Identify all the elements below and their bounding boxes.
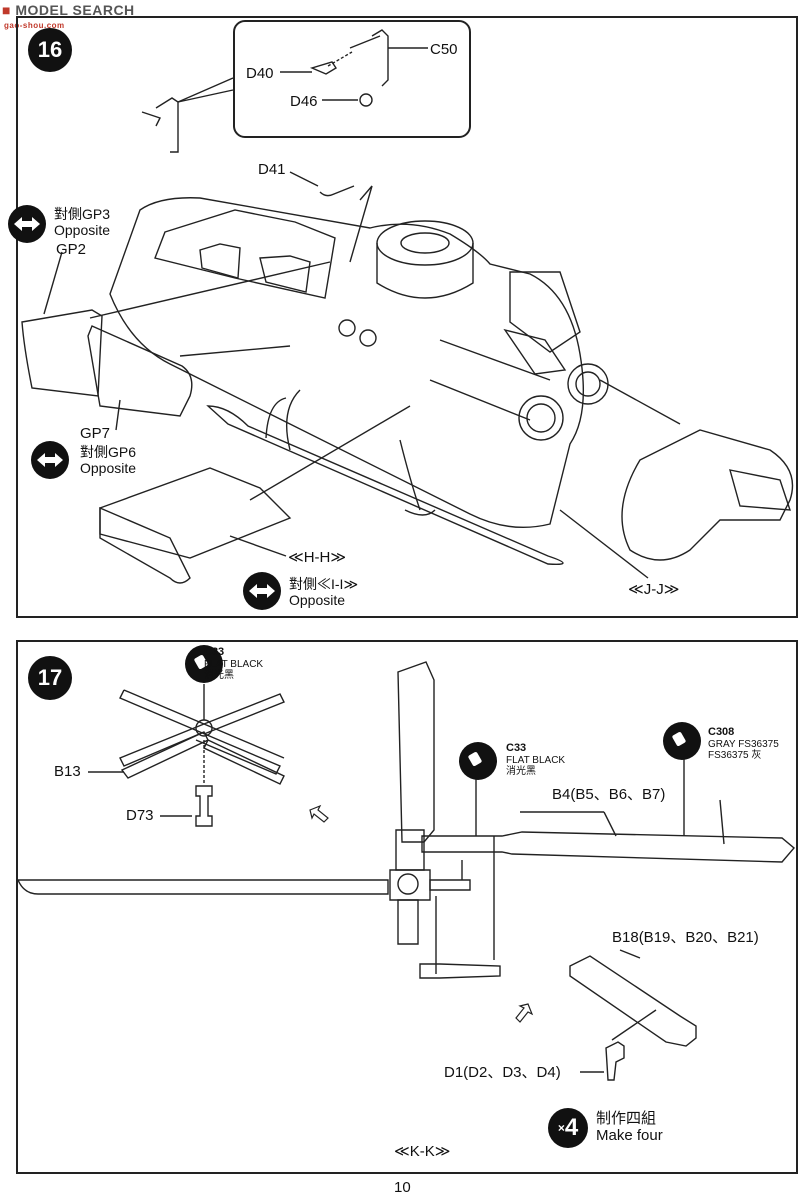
- paint-flat-black-1-cn: 消光黑: [204, 670, 234, 682]
- label-b4: B4(B5、B6、B7): [552, 786, 666, 803]
- watermark-title: MODEL SEARCH: [15, 2, 135, 18]
- opposite-ii-text: 對側≪I-I≫ Opposite: [289, 576, 358, 608]
- paint-gray-en: GRAY FS36375: [708, 738, 779, 750]
- label-hh: ≪H-H≫: [288, 549, 347, 566]
- label-kk: ≪K-K≫: [394, 1143, 451, 1160]
- paint-gray-cn: FS36375 灰: [708, 750, 762, 762]
- make-four-cn: 制作四組: [596, 1110, 657, 1127]
- make-four-number: 4: [564, 1114, 579, 1141]
- paint-flat-black-2: C33 FLAT BLACK 消光黑: [506, 742, 565, 778]
- label-b13: B13: [54, 763, 81, 780]
- label-jj: ≪J-J≫: [628, 581, 680, 598]
- watermark-sub: gao-shou.com: [4, 21, 65, 30]
- opposite-ii-cn: 對側≪I-I≫: [289, 576, 359, 592]
- page-number: 10: [394, 1179, 411, 1196]
- detail-inset-box: [233, 20, 471, 138]
- step-16-panel: [16, 16, 798, 618]
- paint-gray: C308 GRAY FS36375 FS36375 灰: [708, 726, 779, 762]
- label-d40: D40: [246, 65, 274, 82]
- label-gp7: GP7: [80, 425, 111, 442]
- opposite-ii-en: Opposite: [289, 592, 346, 609]
- watermark: ■ MODEL SEARCH: [2, 2, 135, 18]
- watermark-logo: ■: [2, 2, 11, 18]
- paint-flat-black-1-code: C33: [204, 646, 225, 658]
- paint-flat-black-2-code: C33: [506, 742, 527, 754]
- label-gp2: GP2: [56, 241, 87, 258]
- opposite-gp3-text: 對側GP3 Opposite: [54, 206, 110, 238]
- label-d73: D73: [126, 807, 154, 824]
- opposite-gp6-en: Opposite: [80, 460, 137, 477]
- label-c50: C50: [430, 41, 458, 58]
- label-d41: D41: [258, 161, 286, 178]
- opposite-gp3-en: Opposite: [54, 222, 111, 239]
- paint-gray-code: C308: [708, 726, 735, 738]
- times-sign: ×: [557, 1121, 565, 1135]
- label-d46: D46: [290, 93, 318, 110]
- opposite-gp6-text: 對側GP6 Opposite: [80, 444, 136, 476]
- step-17-panel: [16, 640, 798, 1174]
- paint-flat-black-2-cn: 消光黑: [506, 766, 536, 778]
- opposite-gp3-cn: 對側GP3: [54, 206, 111, 222]
- paint-flat-black-1-en: FLAT BLACK: [204, 658, 264, 670]
- paint-flat-black-1: C33 FLAT BLACK 消光黑: [204, 646, 263, 682]
- label-d1: D1(D2、D3、D4): [444, 1064, 561, 1081]
- paint-flat-black-2-en: FLAT BLACK: [506, 754, 566, 766]
- step-16-number: 16: [28, 28, 72, 72]
- make-four-en: Make four: [596, 1127, 663, 1145]
- make-four-qty: × 4: [548, 1110, 588, 1146]
- opposite-gp6-cn: 對側GP6: [80, 444, 137, 460]
- make-four-text: 制作四組 Make four: [596, 1110, 663, 1145]
- step-17-number: 17: [28, 656, 72, 700]
- label-b18: B18(B19、B20、B21): [612, 929, 759, 946]
